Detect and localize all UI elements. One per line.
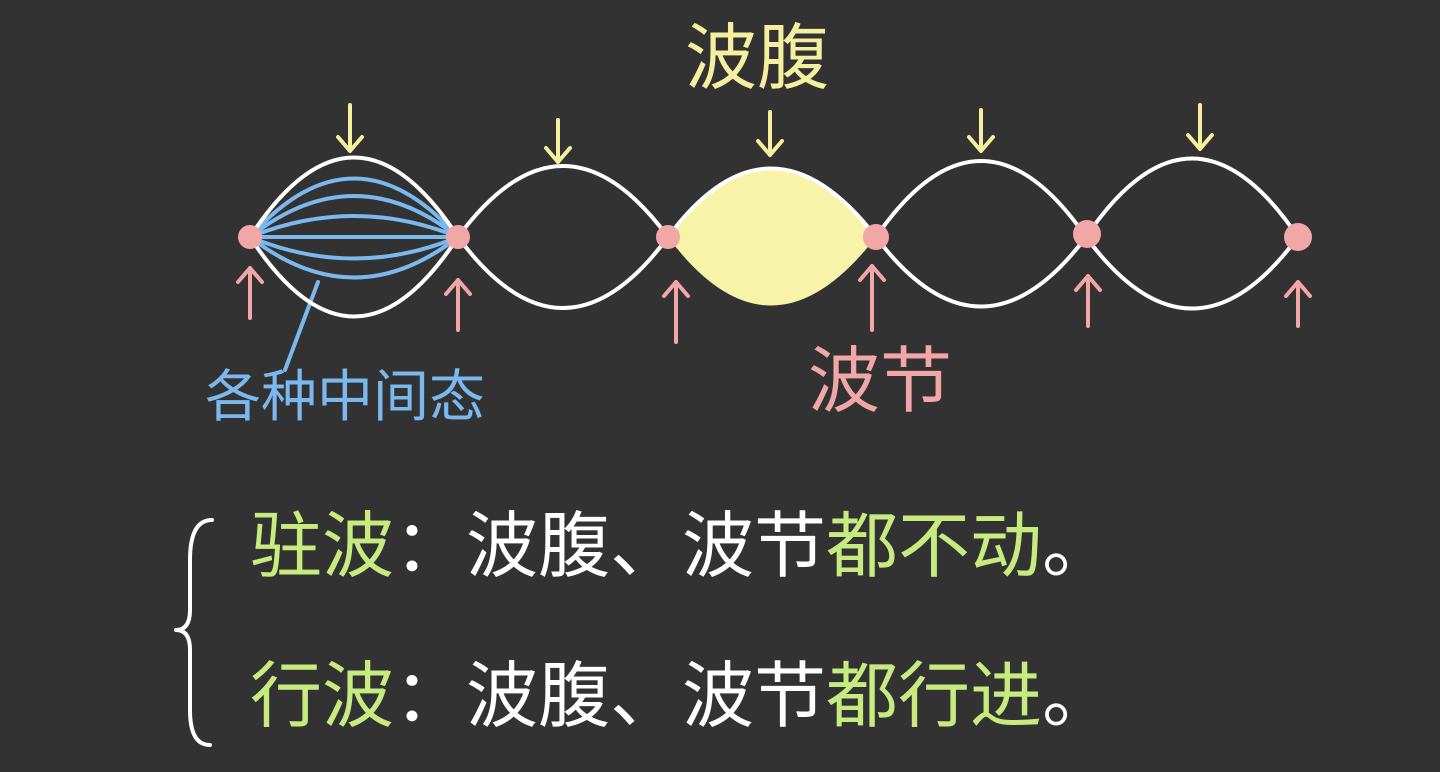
highlighted-loop <box>668 168 876 306</box>
row-period: 。 <box>1042 654 1115 738</box>
intermediate-states-label: 各种中间态 <box>205 365 485 430</box>
traveling-wave-term: 行波 <box>250 654 395 738</box>
standing-wave-subject: 波腹、波节 <box>466 504 827 588</box>
node-label: 波节 <box>808 339 953 423</box>
down-arrow-icon <box>544 118 572 164</box>
node-points <box>238 220 1312 251</box>
standing-wave-predicate: 都不动 <box>826 504 1043 588</box>
intermediate-state-curves <box>248 176 460 280</box>
antinode-label: 波腹 <box>685 16 830 100</box>
row-colon: ： <box>394 654 467 738</box>
left-brace-icon <box>174 518 214 747</box>
down-arrow-icon <box>1186 103 1214 151</box>
up-arrow-icon <box>858 264 886 332</box>
row-period: 。 <box>1042 504 1115 588</box>
up-arrow-icon <box>1074 274 1102 328</box>
antinode-arrows <box>336 103 1214 164</box>
up-arrow-icon <box>662 280 690 344</box>
down-arrow-icon <box>967 108 995 153</box>
down-arrow-icon <box>336 103 364 153</box>
node-point <box>1073 220 1101 248</box>
node-point <box>238 225 262 249</box>
node-point <box>863 224 889 250</box>
row-colon: ： <box>394 504 467 588</box>
node-point <box>446 225 470 249</box>
node-point <box>1284 223 1312 251</box>
up-arrow-icon <box>236 266 264 320</box>
up-arrow-icon <box>444 278 472 332</box>
standing-wave-term: 驻波 <box>250 504 395 588</box>
node-point <box>656 225 680 249</box>
traveling-wave-predicate: 都行进 <box>826 654 1043 738</box>
up-arrow-icon <box>1284 280 1312 328</box>
node-arrows <box>236 264 1312 344</box>
standing-wave-row: 驻波：波腹、波节都不动。 <box>250 510 1114 582</box>
traveling-wave-row: 行波：波腹、波节都行进。 <box>250 660 1114 732</box>
down-arrow-icon <box>756 110 784 157</box>
traveling-wave-subject: 波腹、波节 <box>466 654 827 738</box>
intermediate-label-pointer <box>283 280 320 372</box>
